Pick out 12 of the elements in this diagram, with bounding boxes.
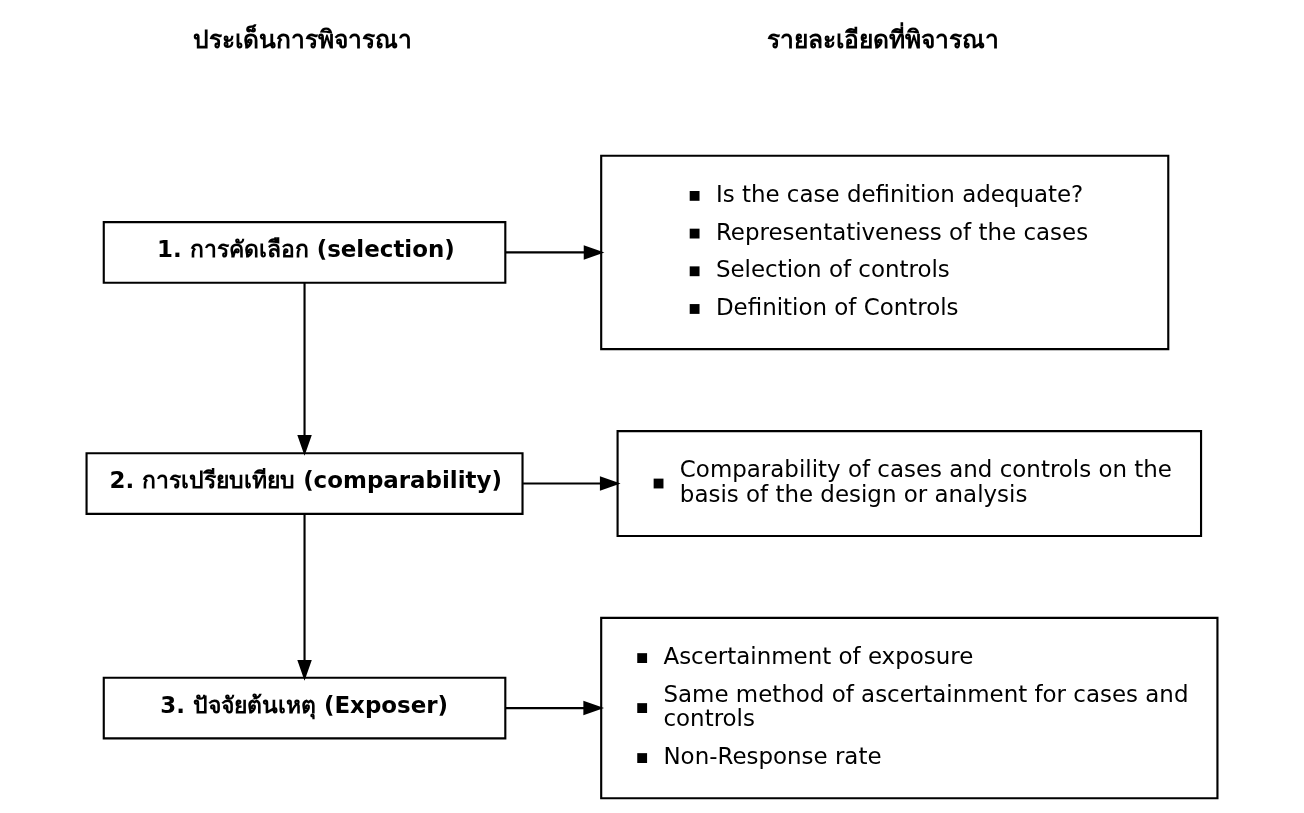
node-box: 2. การเปรียบเทียบ (comparability) (85, 452, 524, 515)
arrow (505, 245, 605, 260)
arrow (505, 700, 605, 716)
arrow (523, 476, 621, 491)
arrow (297, 514, 312, 681)
arrow (297, 282, 312, 456)
node-box: Comparability of cases and controls on the basis of the design or analysis (616, 430, 1203, 538)
node-box: Ascertainment of exposure Same method of ascertainment for cases and controls Non-Response rate (600, 616, 1219, 800)
node-box: Is the case definition adequate? Representativeness of the cases Selection of controls Definition of Controls (600, 154, 1170, 351)
label: ประเด็นการพิจารณา (193, 25, 413, 55)
node-box: 1. การคัดเลือก (selection) (102, 221, 507, 284)
node-box: 3. ปัจจัยต้นเหตุ (Exposer) (102, 676, 507, 740)
